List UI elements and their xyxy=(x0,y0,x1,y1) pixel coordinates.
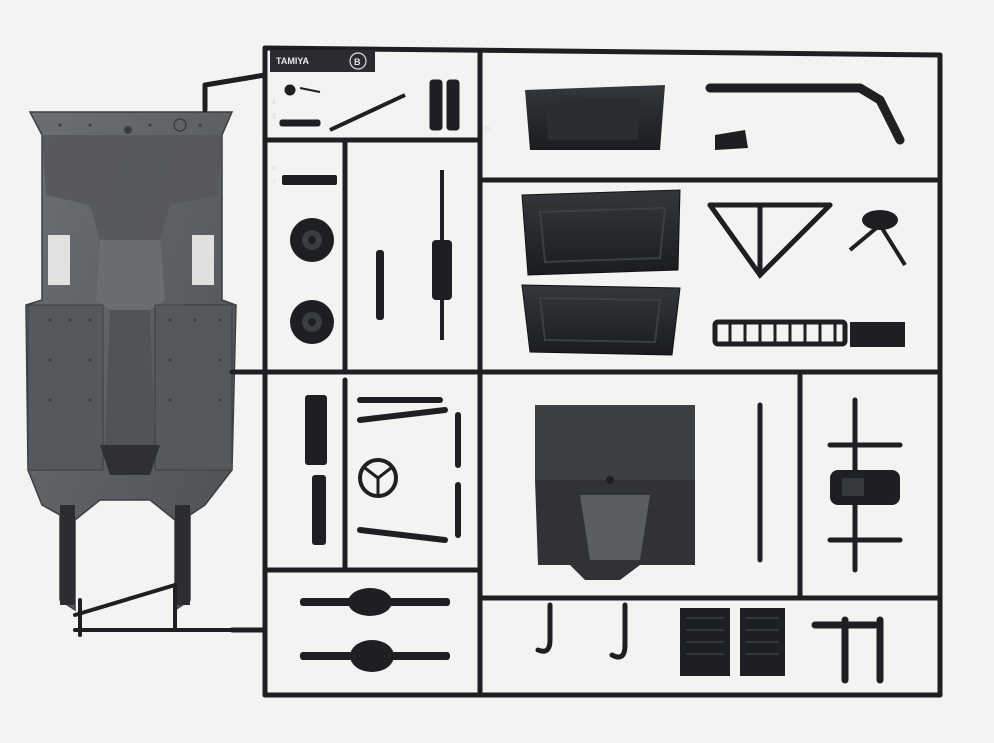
sprue-letter-label: B xyxy=(354,57,361,67)
pedal-part xyxy=(305,395,327,545)
drive-sprocket-lower xyxy=(290,300,334,344)
exhaust-pipe-part xyxy=(705,83,905,145)
bracket-part-top xyxy=(715,130,748,150)
footplate-parts xyxy=(680,608,785,676)
roll-frame-part xyxy=(707,202,833,279)
tamiya-brand-label: TAMIYA xyxy=(276,56,310,66)
part-number-2: 2 xyxy=(272,113,276,120)
part-number-6: 6 xyxy=(272,165,276,172)
steering-wheel-part xyxy=(358,458,398,498)
gearbox-cover-part xyxy=(830,470,900,505)
tow-hook-parts xyxy=(535,602,628,660)
seat-part xyxy=(525,85,665,150)
body-tub-part xyxy=(535,405,695,580)
part-number-tags: 1 2 6 7 21 xyxy=(272,99,492,186)
door-panel-upper xyxy=(521,189,681,276)
door-panel-lower xyxy=(521,284,681,356)
spring-shock-parts xyxy=(811,616,884,684)
drive-sprocket-upper xyxy=(290,218,334,262)
grille-part xyxy=(712,319,905,347)
rear-axle-lower xyxy=(300,640,450,672)
part-number-7: 7 xyxy=(272,179,276,186)
rear-frame-runner xyxy=(73,583,257,637)
sprue-runner-frame xyxy=(202,45,943,698)
steering-column-part xyxy=(282,170,452,340)
shock-absorber-parts xyxy=(357,397,461,543)
small-parts-top-left xyxy=(279,79,460,132)
gauge-bracket-part xyxy=(848,210,907,267)
part-number-21: 21 xyxy=(484,127,492,134)
chassis-frame xyxy=(25,111,237,612)
rear-axle-upper xyxy=(300,588,450,616)
part-number-1: 1 xyxy=(272,99,276,106)
sprue-label-plate: TAMIYA B xyxy=(270,50,375,72)
